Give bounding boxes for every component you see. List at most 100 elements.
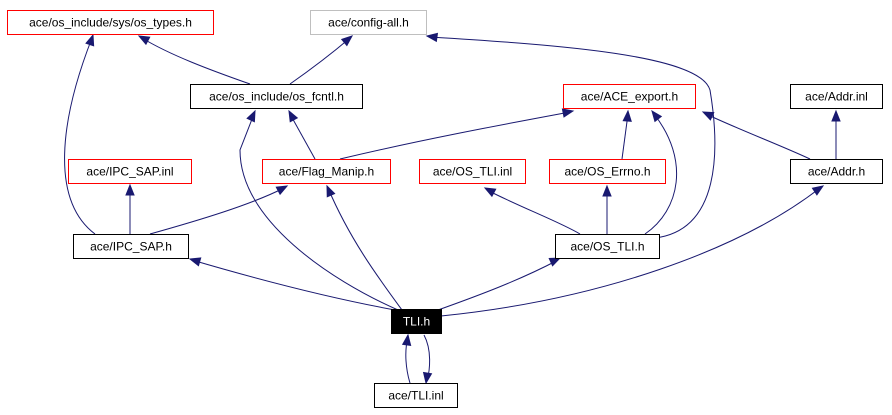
node-label: ace/OS_Errno.h <box>564 165 650 179</box>
node-label: ace/os_include/os_fcntl.h <box>209 90 344 104</box>
edge-line <box>149 187 285 235</box>
node-label: ace/Flag_Manip.h <box>279 165 374 179</box>
edge-arrowhead <box>701 111 715 121</box>
edge-arrowhead <box>602 184 612 197</box>
node-label: ace/config-all.h <box>328 16 409 30</box>
edge-line <box>440 187 821 317</box>
edge-line <box>339 111 571 160</box>
edge-os_tli_h-to-os_errno <box>602 184 612 234</box>
node-config-all: ace/config-all.h <box>310 10 427 35</box>
edge-tli_h-to-flag_manip <box>326 184 403 311</box>
edge-arrowhead <box>831 109 841 122</box>
edge-addr_h-to-addr_inl <box>831 109 841 159</box>
node-ipc-sap-inl[interactable]: ace/IPC_SAP.inl <box>68 159 192 184</box>
edge-arrowhead <box>401 333 412 347</box>
node-label: ace/ACE_export.h <box>581 90 678 104</box>
edge-arrowhead <box>561 108 575 118</box>
node-ipc-sap-h[interactable]: ace/IPC_SAP.h <box>73 234 189 259</box>
edge-os_tli_h-to-config_all <box>425 32 716 239</box>
node-label: ace/IPC_SAP.inl <box>86 165 173 179</box>
edge-os_errno-to-ace_export <box>621 109 632 160</box>
node-tli-inl[interactable]: ace/TLI.inl <box>374 383 458 408</box>
edge-os_fcntl-to-config_all <box>289 35 354 85</box>
edge-line <box>429 36 716 239</box>
edge-arrowhead <box>340 35 354 47</box>
edge-arrowhead <box>125 183 135 196</box>
edge-tli_h-to-ipc_sap_h <box>188 257 396 311</box>
edge-line <box>141 37 251 85</box>
node-box <box>374 383 458 408</box>
edge-arrowhead <box>246 109 256 123</box>
edge-flag_manip-to-ace_export <box>339 108 575 160</box>
edge-arrowhead <box>188 257 202 267</box>
node-label: ace/OS_TLI.inl <box>433 165 512 179</box>
node-box <box>419 159 526 184</box>
node-addr-inl[interactable]: ace/Addr.inl <box>790 84 883 109</box>
edge-arrowhead <box>651 109 663 123</box>
node-label: ace/IPC_SAP.h <box>90 240 172 254</box>
edge-arrowhead <box>85 33 95 47</box>
edge-line <box>191 259 396 311</box>
node-box <box>190 84 363 109</box>
node-box <box>262 159 391 184</box>
edge-line <box>289 37 351 85</box>
edge-tli_h-to-os_tli_h <box>437 257 562 311</box>
edge-line <box>239 113 399 311</box>
node-os-tli-h[interactable]: ace/OS_TLI.h <box>555 234 660 259</box>
node-box <box>391 309 442 334</box>
node-label: ace/os_include/sys/os_types.h <box>29 16 192 30</box>
node-box <box>310 10 427 35</box>
node-os-types[interactable]: ace/os_include/sys/os_types.h <box>7 10 214 35</box>
node-flag-manip[interactable]: ace/Flag_Manip.h <box>262 159 391 184</box>
edge-arrowhead <box>548 257 562 267</box>
node-label: ace/Addr.h <box>808 165 865 179</box>
edge-arrowhead <box>425 32 439 43</box>
edge-line <box>437 259 559 311</box>
node-os-tli-inl[interactable]: ace/OS_TLI.inl <box>419 159 526 184</box>
node-ace-export[interactable]: ace/ACE_export.h <box>563 84 696 109</box>
node-label: ace/OS_TLI.h <box>570 240 644 254</box>
node-addr-h[interactable]: ace/Addr.h <box>790 159 883 184</box>
node-os-fcntl[interactable]: ace/os_include/os_fcntl.h <box>190 84 363 109</box>
edge-arrowhead <box>288 109 299 123</box>
edge-tli_h-to-tli_inl <box>422 334 433 385</box>
edge-arrowhead <box>326 184 336 198</box>
node-label: TLI.h <box>403 315 430 329</box>
edge-tli_inl-to-tli_h <box>401 333 412 384</box>
edge-ipc_sap_h-to-os_types <box>64 33 96 235</box>
edge-arrowhead <box>137 35 151 46</box>
nodes-layer: ace/os_include/sys/os_types.h ace/config-… <box>7 10 883 408</box>
node-box <box>549 159 666 184</box>
node-label: ace/TLI.inl <box>388 389 443 403</box>
edge-addr_h-to-ace_export <box>701 111 811 160</box>
edges-layer <box>64 32 841 385</box>
node-label: ace/Addr.inl <box>805 90 868 104</box>
edge-line <box>64 37 96 235</box>
edge-flag_manip-to-os_fcntl <box>288 109 316 160</box>
node-box <box>7 10 214 35</box>
edge-line <box>289 113 316 160</box>
edge-arrowhead <box>275 185 289 196</box>
edge-arrowhead <box>483 187 497 198</box>
node-os-errno[interactable]: ace/OS_Errno.h <box>549 159 666 184</box>
node-box <box>68 159 192 184</box>
edge-os_tli_h-to-os_tli_inl <box>483 187 581 235</box>
edge-os_fcntl-to-os_types <box>137 35 251 85</box>
node-box <box>555 234 660 259</box>
edge-line <box>486 189 581 235</box>
edge-tli_h-to-os_fcntl <box>239 109 399 311</box>
node-box <box>563 84 696 109</box>
edge-os_tli_h-to-ace_export <box>644 109 678 235</box>
edge-line <box>621 113 629 160</box>
edge-arrowhead <box>622 109 632 122</box>
edge-ipc_sap_h-to-ipc_sap_inl <box>125 183 135 234</box>
node-box <box>790 159 883 184</box>
edge-line <box>644 113 678 235</box>
edge-arrowhead <box>811 185 825 196</box>
node-tli-h: TLI.h <box>391 309 442 334</box>
edge-arrowhead <box>422 371 433 385</box>
edge-line <box>705 113 811 160</box>
edge-ipc_sap_h-to-flag_manip <box>149 185 289 235</box>
node-box <box>73 234 189 259</box>
